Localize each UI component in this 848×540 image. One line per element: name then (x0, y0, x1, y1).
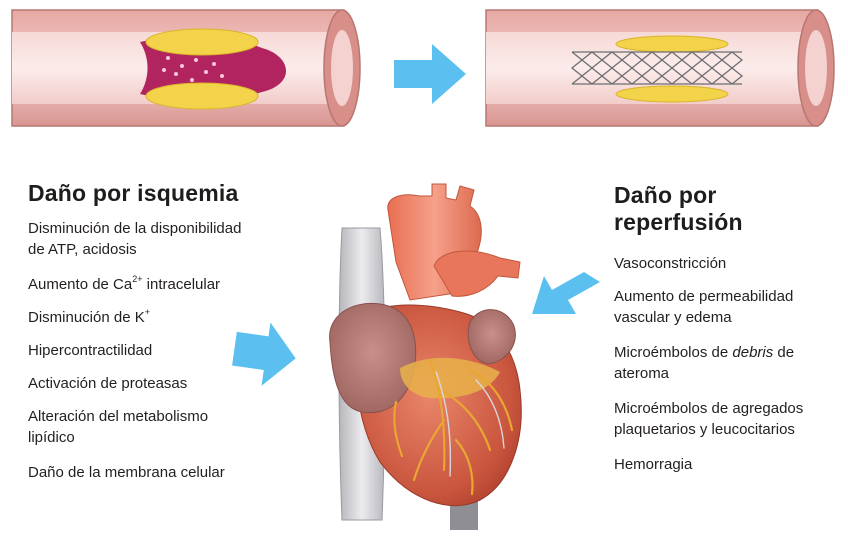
ischemia-item-atp: Disminución de la disponibilidad de ATP,… (28, 218, 241, 260)
ischemia-item-lipid-line2: lipídico (28, 429, 75, 446)
reperfusion-title: Daño por reperfusión (614, 182, 743, 236)
plaque-bottom (146, 83, 258, 109)
reperfusion-item-hemorrhage: Hemorragia (614, 454, 692, 475)
heart-illustration (330, 184, 522, 530)
ischemia-item-potassium-sup: + (145, 307, 150, 317)
reperfusion-title-line2: reperfusión (614, 209, 743, 235)
reperfusion-item-vasoconstriction: Vasoconstricción (614, 253, 726, 274)
ischemia-item-potassium: Disminución de K+ (28, 307, 150, 328)
ischemia-item-atp-line1: Disminución de la disponibilidad (28, 220, 241, 237)
right-atrium (330, 303, 416, 412)
ischemia-item-lipid: Alteración del metabolismo lipídico (28, 406, 208, 448)
reperfusion-item-aggregates: Microémbolos de agregados plaquetarios y… (614, 398, 803, 440)
ischemia-item-membrane: Daño de la membrana celular (28, 462, 225, 483)
ischemia-item-calcium-text: Aumento de Ca (28, 276, 132, 293)
reperfusion-item-debris-line2: ateroma (614, 365, 669, 382)
ischemia-item-lipid-line1: Alteración del metabolismo (28, 408, 208, 425)
reperfusion-item-permeability-line1: Aumento de permeabilidad (614, 288, 793, 305)
ischemia-item-hypercontractility: Hipercontractilidad (28, 340, 152, 361)
reperfusion-item-debris-post: de (773, 344, 794, 361)
down-left-arrow-icon (532, 272, 600, 314)
right-arrow-icon (394, 44, 466, 104)
plaque-top (146, 29, 258, 55)
reperfusion-item-debris-em: debris (732, 344, 773, 361)
ischemia-item-calcium-sup: 2+ (132, 274, 142, 284)
ischemia-item-calcium: Aumento de Ca2+ intracelular (28, 274, 220, 295)
occluded-vessel (12, 10, 360, 126)
reperfusion-item-permeability-line2: vascular y edema (614, 309, 732, 326)
reperfusion-item-debris: Microémbolos de debris de ateroma (614, 342, 794, 384)
down-right-arrow-icon (230, 318, 300, 390)
reperfusion-item-debris-pre: Microémbolos de (614, 344, 732, 361)
reperfusion-item-permeability: Aumento de permeabilidad vascular y edem… (614, 286, 793, 328)
ischemia-item-calcium-after: intracelular (143, 276, 221, 293)
reperfusion-item-aggregates-line2: plaquetarios y leucocitarios (614, 421, 795, 438)
stented-vessel (486, 10, 834, 126)
reperfusion-title-line1: Daño por (614, 182, 717, 208)
ischemia-item-proteases: Activación de proteasas (28, 373, 187, 394)
ischemia-item-potassium-text: Disminución de K (28, 309, 145, 326)
ischemia-item-atp-line2: de ATP, acidosis (28, 241, 137, 258)
reperfusion-item-aggregates-line1: Microémbolos de agregados (614, 400, 803, 417)
ischemia-title: Daño por isquemia (28, 180, 238, 207)
